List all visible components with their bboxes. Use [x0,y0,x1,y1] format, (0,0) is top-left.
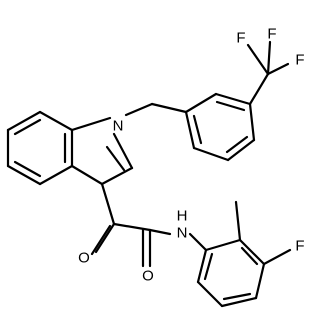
amide-hydrogen-label: H [177,208,188,225]
glyoxamide-chain [90,182,172,268]
anilide-linker [188,232,208,252]
fluoromethylphenyl-ring [196,238,266,308]
aryl-fluorine-label: F [295,238,304,255]
indole-nitrogen-label: N [113,118,124,135]
amide-oxygen-label: O [142,268,154,285]
trifluoromethyl-group [246,40,290,106]
indole-pyrrole-ring [70,116,134,186]
ketone-oxygen-label: O [78,250,90,267]
cf3-fluorine-right-label: F [295,52,304,69]
aryl-substituents [234,200,292,266]
amide-nitrogen-label: N [177,225,188,242]
benzyl-linker [124,102,188,117]
indole-benzo-ring [6,110,74,186]
cf3-fluorine-left-label: F [236,30,245,47]
trifluoromethylphenyl-ring [184,92,256,162]
cf3-fluorine-top-label: F [267,26,276,43]
